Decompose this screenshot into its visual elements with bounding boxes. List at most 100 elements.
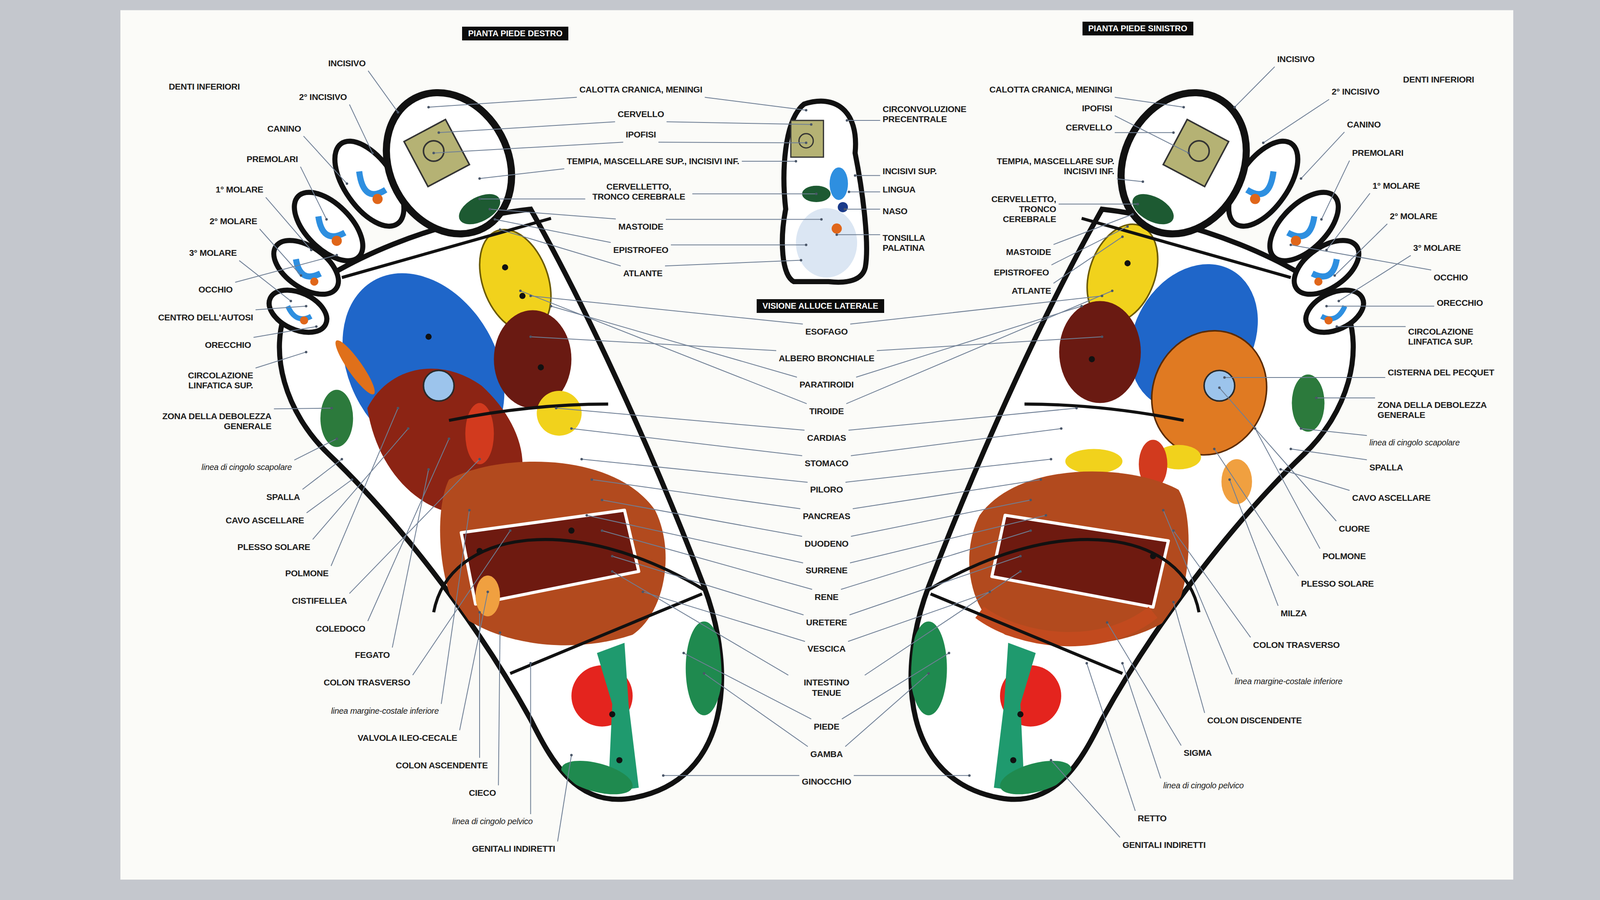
organ-label: 2° MOLARE bbox=[1390, 211, 1438, 222]
leader-line bbox=[1114, 132, 1174, 133]
reflex-dot bbox=[425, 333, 432, 340]
leader-line bbox=[495, 219, 611, 243]
banner-text: PIANTA PIEDE SINISTRO bbox=[1088, 23, 1188, 34]
organ-label: COLON TRASVERSO bbox=[1252, 640, 1340, 650]
leader-end bbox=[1182, 105, 1185, 109]
leader-line bbox=[349, 104, 373, 154]
organ-label: INCISIVO bbox=[328, 58, 366, 69]
leader-end bbox=[600, 529, 604, 532]
leader-line bbox=[1114, 115, 1189, 154]
tonsil-zone bbox=[831, 223, 842, 234]
leader-end bbox=[1131, 212, 1134, 216]
leader-end bbox=[305, 350, 308, 354]
reflex-dot bbox=[568, 527, 575, 534]
leader-end bbox=[1136, 202, 1140, 206]
leader-end bbox=[1212, 447, 1216, 451]
leader-end bbox=[845, 119, 849, 122]
left-sole bbox=[910, 70, 1370, 801]
organ-label: DUODENO bbox=[804, 538, 849, 549]
organ-label: MASTOIDE bbox=[618, 221, 664, 232]
leader-line bbox=[665, 260, 801, 266]
organ-label: NASO bbox=[882, 206, 908, 217]
leader-line bbox=[1173, 530, 1251, 638]
leader-end bbox=[1080, 305, 1083, 308]
toes bbox=[262, 70, 536, 341]
leader-line bbox=[850, 515, 1046, 563]
leader-end bbox=[350, 478, 354, 481]
organ-label: CERVELLETTO, TRONCO CEREBRALE bbox=[587, 181, 690, 202]
leader-line bbox=[259, 228, 301, 276]
sole-outline bbox=[910, 209, 1353, 800]
leader-end bbox=[1325, 248, 1328, 252]
leader-end bbox=[1187, 151, 1190, 155]
organ-label: PREMOLARI bbox=[246, 154, 298, 165]
leader-end bbox=[468, 508, 471, 512]
leader-end bbox=[610, 555, 614, 558]
organ-label: ORECCHIO bbox=[1436, 297, 1483, 308]
leader-end bbox=[1019, 570, 1022, 573]
leader-end bbox=[529, 662, 532, 665]
organ-label: IPOFISI bbox=[625, 129, 657, 140]
leader-line bbox=[1173, 602, 1205, 713]
leader-end bbox=[1162, 508, 1165, 512]
leader-line bbox=[479, 168, 565, 179]
leader-end bbox=[835, 233, 838, 236]
leader-line bbox=[1326, 193, 1370, 250]
leader-line bbox=[490, 209, 616, 220]
organ-label: TEMPIA, MASCELLARE SUP., INCISIVI INF. bbox=[566, 156, 740, 167]
leader-line bbox=[273, 408, 332, 410]
organ-label: VESCICA bbox=[807, 643, 846, 654]
organ-label: TEMPIA, MASCELLARE SUP. INCISIVI INF. bbox=[971, 156, 1115, 177]
leader-end bbox=[1337, 299, 1340, 303]
leader-line bbox=[665, 219, 822, 220]
toes bbox=[1097, 70, 1371, 341]
leader-line bbox=[845, 673, 929, 747]
organ-label: GENITALI INDIRETTI bbox=[472, 843, 556, 854]
leader-end bbox=[1218, 386, 1221, 390]
leader-end bbox=[478, 457, 481, 461]
organ-label: CIRCONVOLUZIONE PRECENTRALE bbox=[882, 104, 980, 125]
reflex-zones bbox=[910, 214, 1325, 801]
organ-label: FEGATO bbox=[355, 650, 390, 660]
leader-line bbox=[704, 97, 806, 111]
nose-zone bbox=[837, 202, 848, 213]
organ-label: SURRENE bbox=[805, 565, 848, 576]
organ-label: CANINO bbox=[267, 123, 301, 134]
leader-end bbox=[1233, 105, 1236, 109]
organ-label: TONSILLA PALATINA bbox=[882, 232, 965, 253]
leader-end bbox=[335, 253, 338, 257]
line-label: linea margine-costale inferiore bbox=[1234, 676, 1343, 687]
gallbladder-zone bbox=[423, 370, 454, 401]
leader-line bbox=[235, 255, 337, 283]
leader-end bbox=[988, 590, 992, 593]
leader-end bbox=[1019, 555, 1022, 558]
leader-end bbox=[1253, 427, 1257, 430]
leader-end bbox=[610, 570, 614, 573]
leader-line bbox=[683, 652, 812, 719]
organ-label: EPISTROFEO bbox=[993, 267, 1049, 278]
leader-end bbox=[498, 631, 502, 634]
leader-line bbox=[1229, 479, 1278, 606]
leader-line bbox=[850, 428, 1062, 456]
leader-line bbox=[848, 408, 1077, 431]
leader-line bbox=[850, 500, 1031, 537]
organ-label: POLMONE bbox=[1322, 551, 1366, 562]
organ-label: ALBERO BRONCHIALE bbox=[778, 353, 875, 364]
leader-line bbox=[1255, 428, 1320, 549]
leader-line bbox=[1321, 160, 1350, 220]
leader-line bbox=[692, 193, 817, 195]
leader-line bbox=[741, 160, 796, 162]
leader-line bbox=[1300, 132, 1345, 179]
leader-line bbox=[663, 775, 800, 776]
leader-end bbox=[340, 457, 343, 461]
organ-label: PREMOLARI bbox=[1352, 147, 1404, 158]
leader-line bbox=[331, 408, 399, 567]
organ-label: CALOTTA CRANICA, MENINGI bbox=[579, 84, 703, 95]
line-label: linea di cingolo scapolare bbox=[1369, 437, 1460, 448]
leader-end bbox=[555, 407, 558, 410]
leader-line bbox=[255, 352, 306, 368]
leader-line bbox=[428, 97, 578, 108]
leader-end bbox=[1223, 376, 1226, 379]
